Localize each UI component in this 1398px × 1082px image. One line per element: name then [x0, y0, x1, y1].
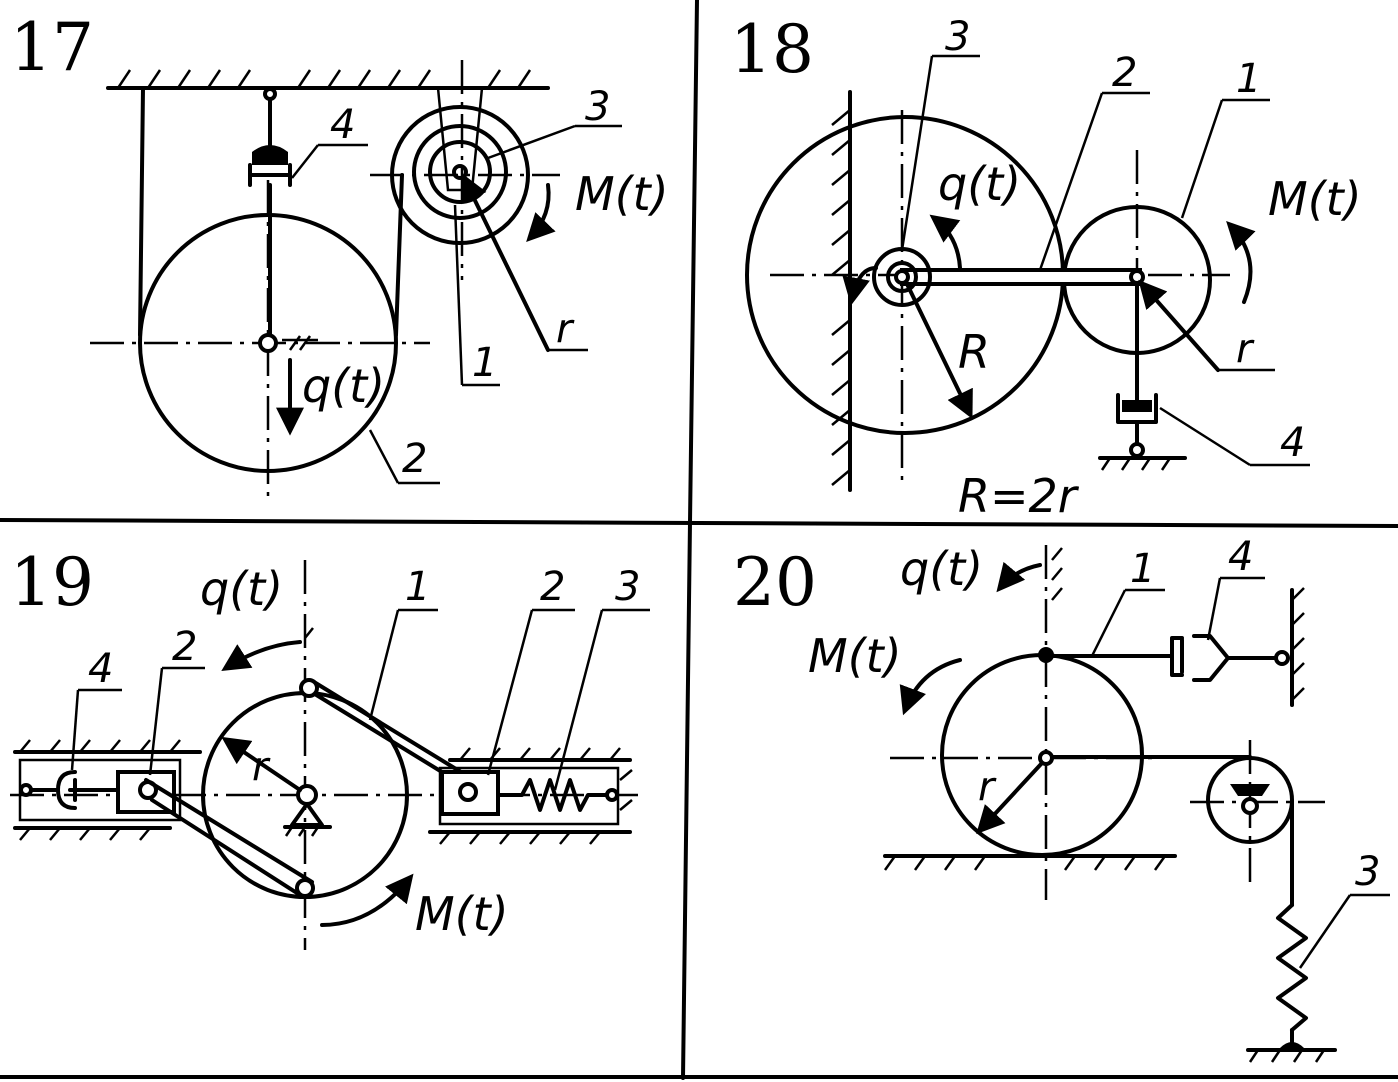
label-2-left: 2 [172, 624, 197, 670]
label-2: 2 [1112, 50, 1137, 96]
spring-3 [496, 778, 610, 812]
disk-center [258, 333, 278, 353]
label-r: r [252, 744, 271, 790]
panel-number-17: 17 [10, 9, 94, 86]
left-rope [138, 86, 145, 337]
label-4: 4 [1228, 534, 1253, 580]
q-label: q(t) [200, 562, 283, 616]
label-1: 1 [1130, 546, 1155, 592]
ground-hatching [883, 855, 1167, 871]
crank-2 [900, 268, 1142, 286]
label-2: 2 [402, 436, 427, 482]
spring-3 [1276, 903, 1308, 1032]
panel-number-20: 20 [733, 544, 817, 621]
label-3: 3 [945, 14, 970, 60]
q-arrow [221, 640, 302, 672]
pulley-bracket [436, 87, 484, 192]
relation-label: R=2r [958, 469, 1080, 523]
left-slot-hatching [19, 739, 181, 841]
panel-17: 17 q(t) 4 [10, 9, 669, 500]
q-label: q(t) [938, 157, 1021, 211]
damper-4 [1122, 400, 1152, 412]
panel-19: 19 r [10, 544, 650, 950]
panel-number-19: 19 [10, 544, 94, 621]
label-r: r [556, 306, 575, 352]
wall-hatching [831, 109, 851, 486]
moment-arrow [526, 183, 556, 243]
label-4: 4 [88, 646, 113, 692]
m-label: M(t) [415, 887, 509, 941]
moment-arrow [1226, 220, 1256, 304]
label-R: R [958, 325, 990, 379]
moment-arrow [320, 873, 414, 927]
panel-20: 20 [733, 534, 1390, 1063]
label-1: 1 [405, 564, 430, 610]
label-3: 3 [1355, 849, 1380, 895]
label-4: 4 [1280, 420, 1305, 466]
m-label: M(t) [808, 629, 902, 683]
q-arrow [996, 561, 1042, 593]
label-1: 1 [1236, 56, 1261, 102]
m-label: M(t) [575, 167, 669, 221]
q-arrow [929, 214, 962, 270]
damper-4 [252, 145, 288, 165]
label-4: 4 [330, 102, 355, 148]
label-r: r [978, 764, 997, 810]
m-label: M(t) [1268, 172, 1362, 226]
label-3: 3 [615, 564, 640, 610]
label-r: r [1236, 326, 1255, 372]
panel-18: 18 [730, 11, 1362, 523]
panel-number-18: 18 [730, 11, 814, 88]
moment-arrow [899, 658, 962, 716]
right-slot-hatching [439, 747, 633, 845]
q-label: q(t) [900, 542, 983, 596]
label-1: 1 [472, 340, 497, 386]
q-label: q(t) [302, 359, 385, 413]
ceiling-hatching [116, 69, 532, 89]
label-3: 3 [585, 84, 610, 130]
label-2-right: 2 [540, 564, 565, 610]
right-rope [394, 173, 404, 337]
